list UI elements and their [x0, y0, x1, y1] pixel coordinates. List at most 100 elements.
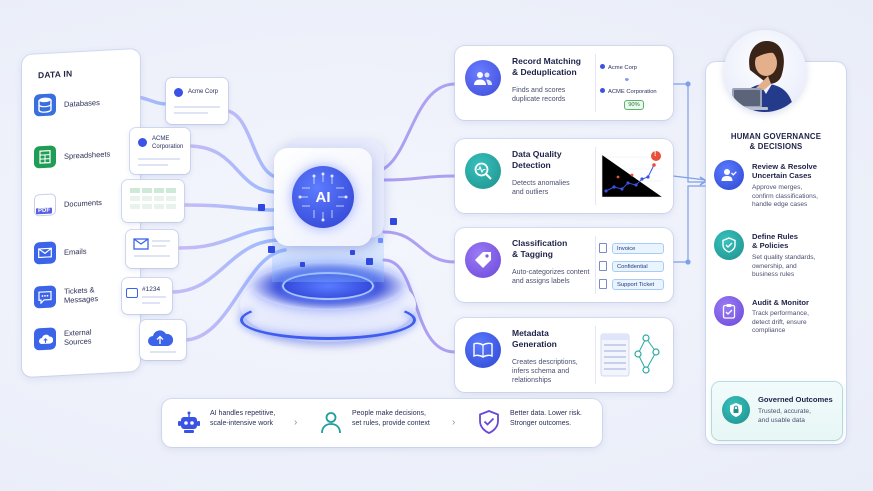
email-icon: [133, 238, 170, 257]
match-viz: Acme Corp ⚭ ACME Corporation 90%: [595, 54, 665, 112]
human-governance-panel: HUMAN GOVERNANCE & DECISIONS Review & Re…: [706, 62, 846, 444]
gov-item-desc: Track performance, detect drift, ensure …: [752, 310, 809, 334]
data-bit: [300, 262, 305, 267]
document-icon: [599, 243, 607, 253]
data-bit: [366, 258, 373, 265]
pdf-badge: PDF: [36, 207, 52, 215]
human-reviewer-avatar: [724, 30, 806, 112]
source-documents: PDF Documents: [34, 191, 102, 217]
process-metadata: Metadata Generation Creates descriptions…: [455, 318, 673, 392]
process-classification: Classification & Tagging Auto-categorize…: [455, 228, 673, 302]
mini-card-text: ACME Corporation: [152, 136, 184, 150]
source-label: Tickets & Messages: [64, 285, 99, 305]
clipboard-check-icon: [714, 296, 744, 326]
ai-platform-ring: [240, 300, 416, 340]
process-desc: Detects anomalies and outliers: [512, 180, 570, 196]
process-title: Data Quality Detection: [512, 149, 562, 170]
shield-check-icon: [476, 409, 502, 435]
mini-card-ticket: #1234: [122, 278, 172, 314]
process-data-quality: Data Quality Detection Detects anomalies…: [455, 139, 673, 213]
source-label: External Sources: [64, 327, 92, 347]
data-in-title: DATA IN: [38, 68, 73, 81]
person-icon: [138, 138, 147, 147]
data-bit: [258, 204, 265, 211]
data-bit: [390, 218, 397, 225]
alert-mark: !: [654, 151, 657, 158]
ai-brain-chip-icon: AI: [292, 166, 354, 228]
mini-card-text: Acme Corp: [188, 89, 219, 95]
ai-label: AI: [315, 188, 331, 206]
link-icon: ⚭: [624, 77, 630, 84]
summary-people-text: People make decisions, set rules, provid…: [352, 410, 430, 427]
alert-icon: [651, 151, 661, 161]
schema-viz: [595, 326, 665, 384]
pdf-document-icon: PDF: [34, 193, 56, 217]
source-emails: Emails: [34, 240, 87, 265]
process-title: Metadata Generation: [512, 328, 557, 349]
summary-outcome-text: Better data. Lower risk. Stronger outcom…: [510, 410, 582, 427]
users-icon: [465, 60, 501, 96]
mini-card-acme-corporation: ACME Corporation: [130, 128, 190, 174]
data-bit: [268, 246, 275, 253]
gov-item-desc: Set quality standards, ownership, and bu…: [752, 254, 816, 278]
chat-message-icon: [34, 285, 56, 309]
outcome-title: Governed Outcomes: [758, 395, 833, 404]
gov-item-title: Audit & Monitor: [752, 298, 809, 307]
tag-support-ticket: Support Ticket: [612, 279, 664, 290]
ticket-icon: [126, 288, 138, 298]
outcome-desc: Trusted, accurate, and usable data: [758, 408, 811, 424]
gov-item-desc: Approve merges, confirm classifications,…: [752, 184, 818, 208]
open-book-icon: [465, 332, 501, 368]
source-external: External Sources: [34, 325, 92, 351]
document-icon: [599, 261, 607, 271]
person-icon: [318, 409, 344, 435]
source-label: Databases: [64, 97, 100, 109]
process-desc: Creates descriptions, infers schema and …: [512, 359, 578, 384]
document-icon: [599, 279, 607, 289]
gov-item-title: Review & Resolve Uncertain Cases: [752, 162, 817, 180]
match-score-badge: 90%: [624, 100, 644, 110]
tags-viz: Invoice Confidential Support Ticket: [595, 236, 665, 294]
mini-card-email: [126, 230, 178, 268]
tag-invoice: Invoice: [612, 243, 664, 254]
user-check-icon: [714, 160, 744, 190]
mini-card-spreadsheet: [122, 180, 184, 222]
shield-check-icon: [714, 230, 744, 260]
anomaly-chart: !: [595, 147, 665, 205]
ticket-number: #1234: [142, 286, 161, 293]
lock-shield-icon: [722, 396, 750, 424]
source-label: Spreadsheets: [64, 148, 111, 161]
source-label: Emails: [64, 246, 87, 257]
match-record-a: Acme Corp: [600, 64, 637, 71]
source-tickets-messages: Tickets & Messages: [34, 283, 99, 309]
match-record-b: ACME Corporation: [600, 88, 657, 95]
process-desc: Auto-categorizes content and assigns lab…: [512, 269, 590, 285]
process-desc: Finds and scores duplicate records: [512, 87, 566, 103]
data-bit: [378, 238, 383, 243]
source-databases: Databases: [34, 91, 100, 117]
governance-title: HUMAN GOVERNANCE & DECISIONS: [730, 132, 822, 151]
summary-bar: AI handles repetitive, scale-intensive w…: [162, 399, 602, 447]
ai-platform-inner-ring: [282, 272, 374, 300]
person-icon: [174, 88, 183, 97]
spreadsheet-icon: [34, 145, 56, 169]
cloud-upload-icon: [148, 330, 176, 353]
cloud-upload-icon: [34, 327, 56, 351]
process-title: Classification & Tagging: [512, 238, 568, 259]
data-bit: [350, 250, 355, 255]
mini-card-cloud: [140, 320, 186, 360]
gov-item-title: Define Rules & Policies: [752, 232, 798, 250]
email-icon: [34, 241, 56, 265]
source-label: Documents: [64, 197, 102, 209]
magnify-pulse-icon: [465, 153, 501, 189]
chevron-right-icon: ›: [294, 417, 298, 428]
database-icon: [34, 93, 56, 117]
chevron-right-icon: ›: [452, 417, 456, 428]
mini-card-acme-corp: Acme Corp: [166, 78, 228, 124]
source-spreadsheets: Spreadsheets: [34, 142, 111, 169]
tag-confidential: Confidential: [612, 261, 664, 272]
spreadsheet-grid-icon: [130, 188, 176, 209]
governed-outcomes-card: Governed Outcomes Trusted, accurate, and…: [712, 382, 842, 440]
data-in-panel: DATA IN Databases Spreadsheets PDF Docum…: [22, 48, 140, 378]
summary-ai-text: AI handles repetitive, scale-intensive w…: [210, 410, 276, 427]
